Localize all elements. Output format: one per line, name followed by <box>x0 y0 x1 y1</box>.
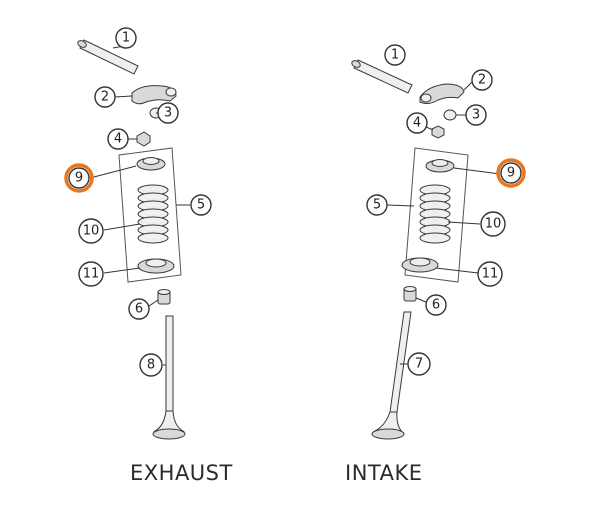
intake-shaft-part <box>351 59 413 94</box>
exhaust-callout-10: 10 <box>78 218 104 244</box>
svg-text:6: 6 <box>432 298 440 313</box>
svg-text:4: 4 <box>413 116 421 131</box>
intake-callout-6: 6 <box>425 294 447 316</box>
intake-nut-part <box>431 125 445 139</box>
exhaust-callout-9-highlighted: 9 <box>64 163 94 193</box>
intake-callout-7: 7 <box>407 352 431 376</box>
exhaust-shaft-part <box>77 39 139 75</box>
intake-callout-5: 5 <box>366 194 388 216</box>
exhaust-highlight-ring <box>64 163 94 193</box>
svg-text:5: 5 <box>197 198 205 213</box>
svg-text:1: 1 <box>122 31 130 46</box>
svg-text:6: 6 <box>135 302 143 317</box>
exhaust-callout-3: 3 <box>157 102 179 124</box>
svg-text:8: 8 <box>147 358 155 373</box>
exhaust-spring-frame <box>118 147 182 283</box>
intake-spring-frame <box>404 147 469 283</box>
intake-adjuster-cap-part <box>443 109 457 121</box>
exhaust-assembly: 1 2 3 4 9 5 10 11 <box>64 27 212 440</box>
intake-callout-9-highlighted: 9 <box>496 158 526 188</box>
exhaust-valve-seal-part <box>157 289 171 305</box>
intake-callout-4: 4 <box>406 112 428 134</box>
svg-text:1: 1 <box>391 48 399 63</box>
exhaust-spring-seat-part <box>137 258 175 274</box>
exhaust-retainer-part <box>136 157 166 171</box>
intake-highlight-ring <box>496 158 526 188</box>
intake-retainer-part <box>425 159 455 173</box>
intake-assembly: 1 2 3 4 9 5 10 11 <box>351 44 526 440</box>
svg-text:2: 2 <box>101 90 109 105</box>
intake-callout-1: 1 <box>384 44 406 66</box>
svg-text:11: 11 <box>83 267 100 282</box>
svg-text:9: 9 <box>507 166 515 181</box>
exhaust-rocker-arm-part <box>131 85 177 105</box>
intake-valve-part <box>371 311 412 440</box>
exhaust-callout-1: 1 <box>115 27 137 49</box>
svg-text:4: 4 <box>114 132 122 147</box>
intake-caption: INTAKE <box>345 461 423 485</box>
intake-spring-seat-part <box>401 257 439 273</box>
intake-callout-10: 10 <box>480 211 506 237</box>
svg-text:2: 2 <box>478 73 486 88</box>
svg-text:10: 10 <box>83 224 100 239</box>
svg-text:7: 7 <box>415 357 423 372</box>
intake-spring-part <box>419 184 451 244</box>
intake-valve-seal-part <box>403 286 417 302</box>
exhaust-callout-11: 11 <box>78 261 104 287</box>
svg-text:3: 3 <box>164 106 172 121</box>
svg-text:3: 3 <box>472 108 480 123</box>
intake-callout-2: 2 <box>471 69 493 91</box>
svg-text:10: 10 <box>485 217 502 232</box>
exhaust-callout-5: 5 <box>190 194 212 216</box>
exhaust-callout-4: 4 <box>107 128 129 150</box>
exhaust-nut-part <box>136 131 151 147</box>
intake-callout-11: 11 <box>477 261 503 287</box>
svg-text:5: 5 <box>373 198 381 213</box>
intake-rocker-arm-part <box>419 83 465 105</box>
svg-text:11: 11 <box>482 267 499 282</box>
exhaust-valve-part <box>152 315 186 440</box>
exhaust-callout-6: 6 <box>128 298 150 320</box>
exhaust-spring-part <box>137 184 169 244</box>
exhaust-caption: EXHAUST <box>130 461 233 485</box>
intake-callout-3: 3 <box>465 104 487 126</box>
svg-text:9: 9 <box>75 171 83 186</box>
exhaust-callout-2: 2 <box>94 86 116 108</box>
exhaust-callout-8: 8 <box>139 353 163 377</box>
